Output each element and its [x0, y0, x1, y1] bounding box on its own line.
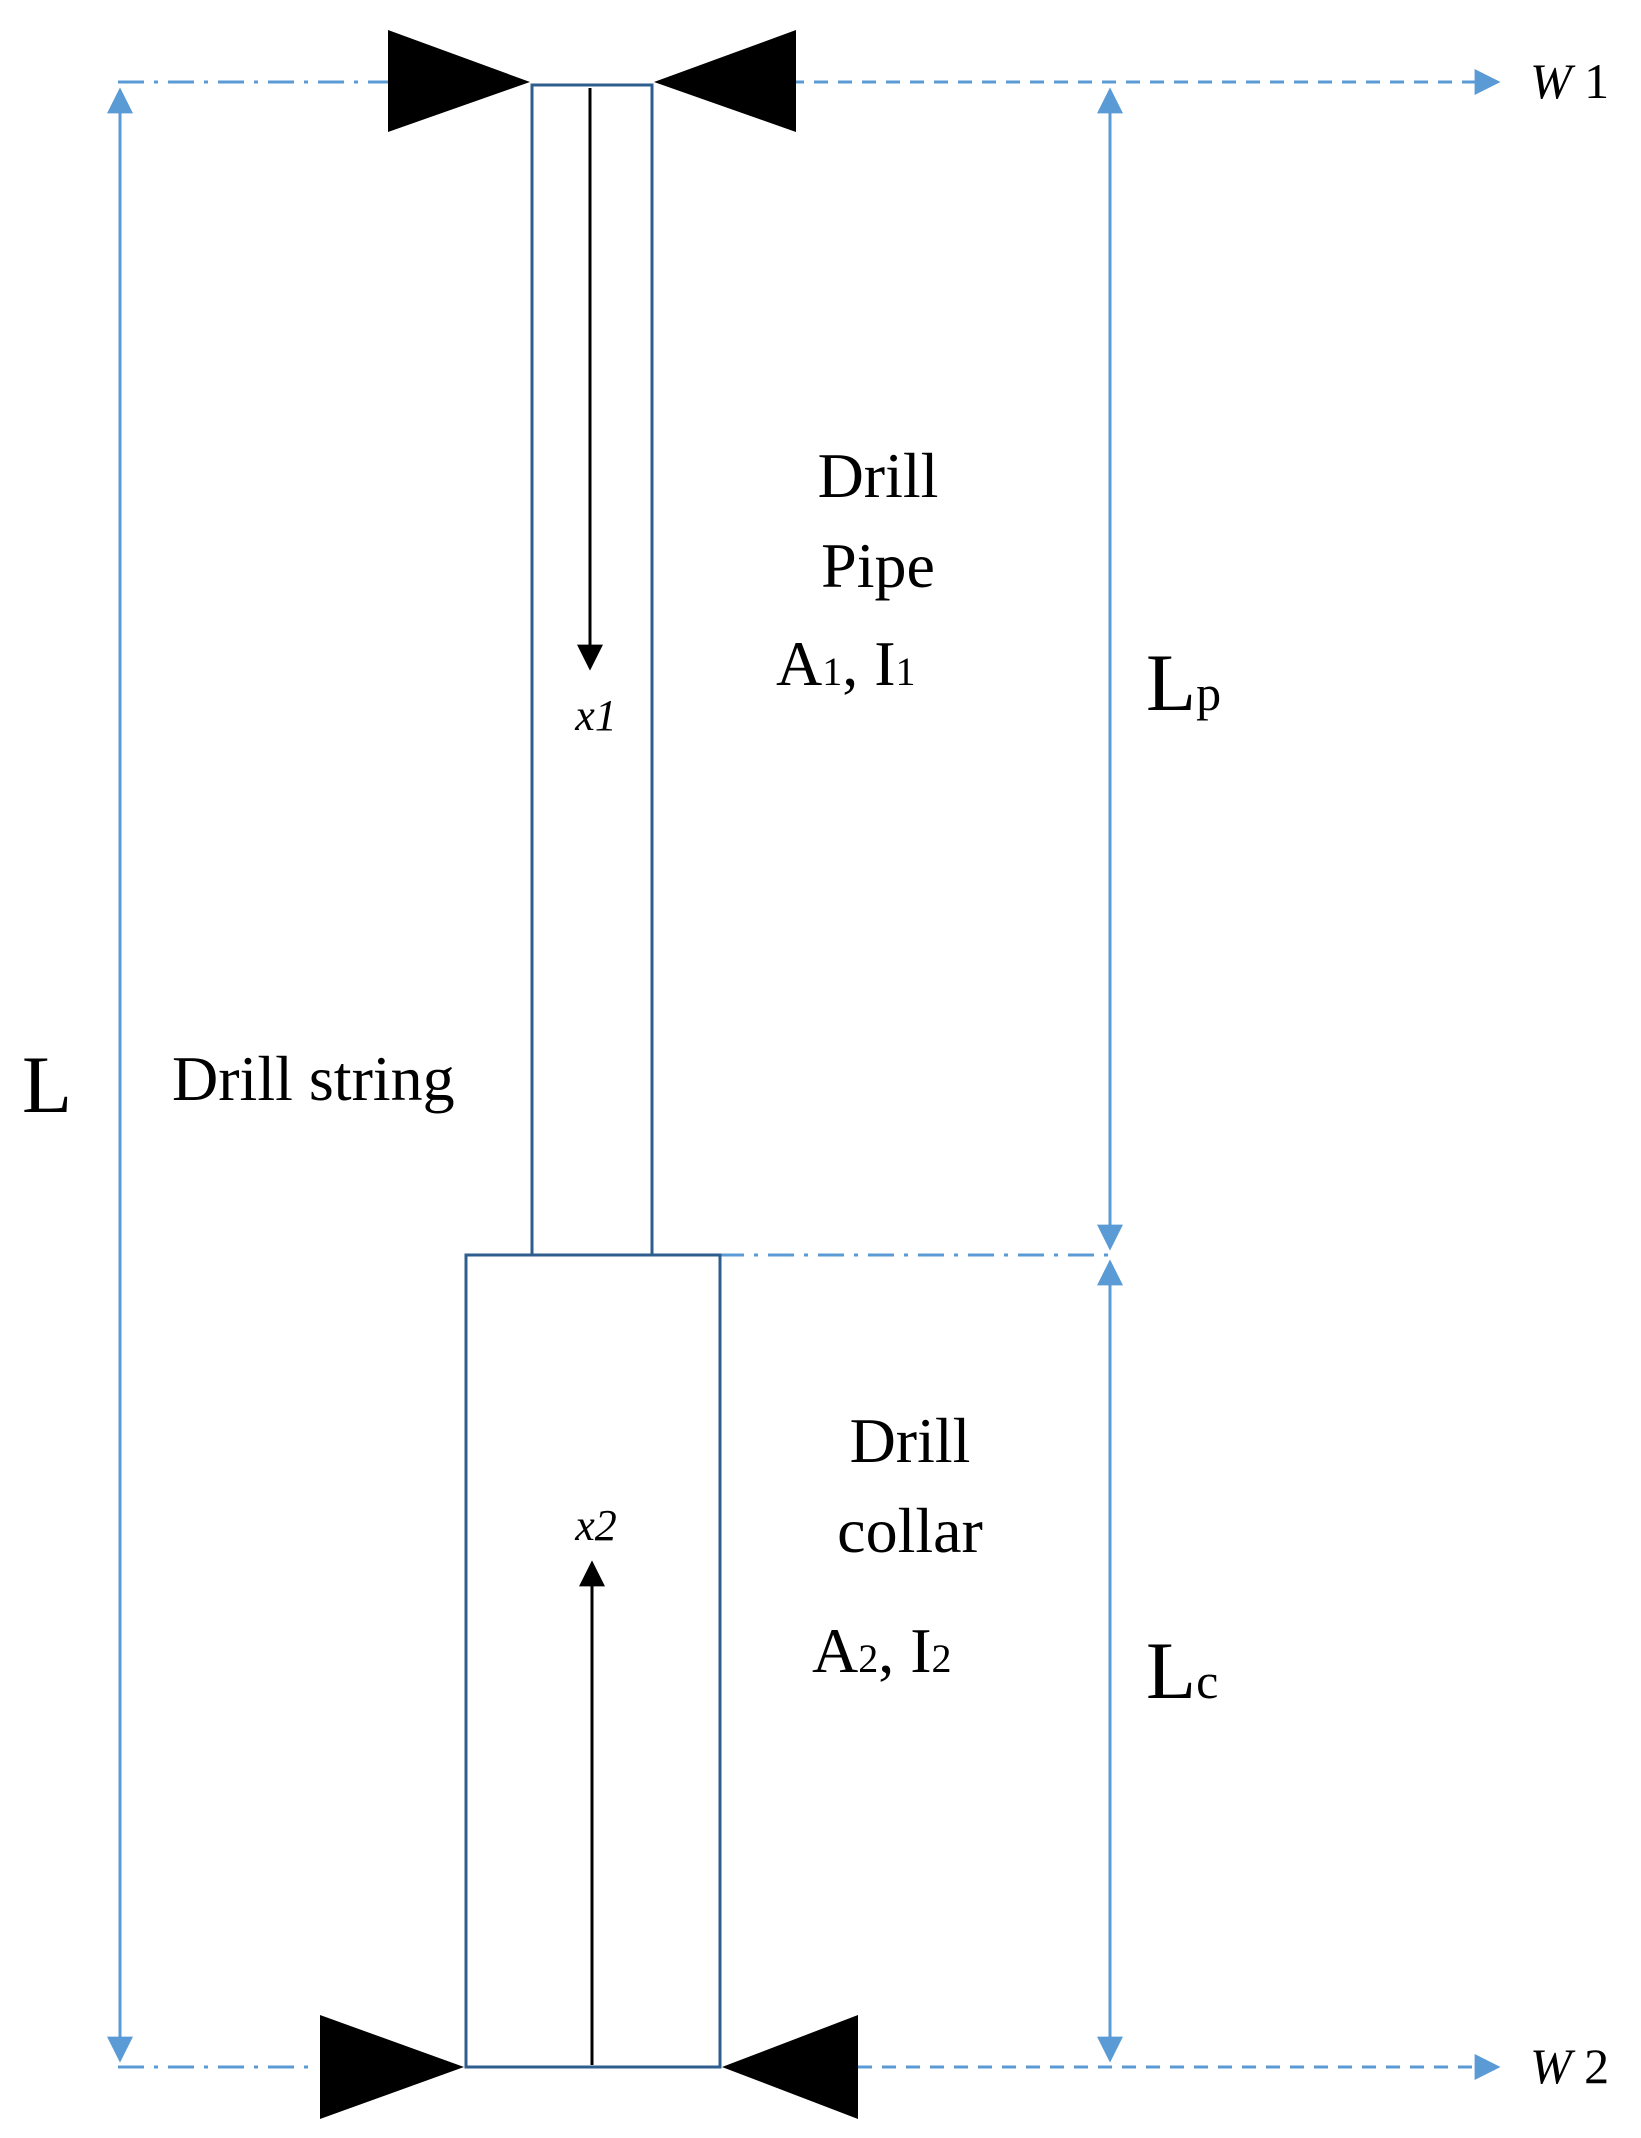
w1-label: W 1 [1530, 53, 1609, 109]
collar-length-subscript: c [1196, 1653, 1218, 1709]
pipe-length-label: Lp [1146, 637, 1221, 728]
drill-pipe [530, 83, 654, 1257]
collar-inertia-symbol: , I [878, 1615, 931, 1686]
top-right-support-wedge [654, 30, 796, 132]
x1-label: x1 [574, 691, 617, 740]
pipe-length-subscript: p [1196, 665, 1221, 721]
drill-collar-label-line1: Drill [850, 1405, 971, 1476]
drill-collar-properties: A2, I2 [812, 1615, 952, 1686]
pipe-length-symbol: L [1146, 637, 1196, 728]
collar-length-symbol: L [1146, 1625, 1196, 1716]
bottom-right-support-wedge [722, 2015, 858, 2119]
w1-number: 1 [1572, 53, 1610, 109]
pipe-area-subscript: 1 [822, 649, 842, 694]
collar-length-label: Lc [1146, 1625, 1218, 1716]
pipe-area-symbol: A [776, 628, 822, 699]
pipe-inertia-subscript: 1 [896, 649, 916, 694]
collar-area-subscript: 2 [858, 1636, 878, 1681]
top-left-support-wedge [388, 30, 530, 132]
pipe-inertia-symbol: , I [842, 628, 895, 699]
drill-collar [464, 1253, 722, 2069]
drill-pipe-label-line1: Drill [818, 440, 939, 511]
drill-string-label: Drill string [172, 1043, 455, 1114]
w2-variable: W [1530, 2038, 1576, 2094]
w2-number: 2 [1572, 2038, 1610, 2094]
drill-pipe-label-line2: Pipe [821, 530, 935, 601]
overall-length-label: L [22, 1039, 72, 1130]
bottom-left-support-wedge [320, 2015, 464, 2119]
drill-pipe-properties: A1, I1 [776, 628, 916, 699]
w2-label: W 2 [1530, 2038, 1609, 2094]
x2-label: x2 [574, 1501, 617, 1550]
w1-variable: W [1530, 53, 1576, 109]
collar-inertia-subscript: 2 [932, 1636, 952, 1681]
collar-area-symbol: A [812, 1615, 858, 1686]
drill-collar-label-line2: collar [837, 1495, 983, 1566]
